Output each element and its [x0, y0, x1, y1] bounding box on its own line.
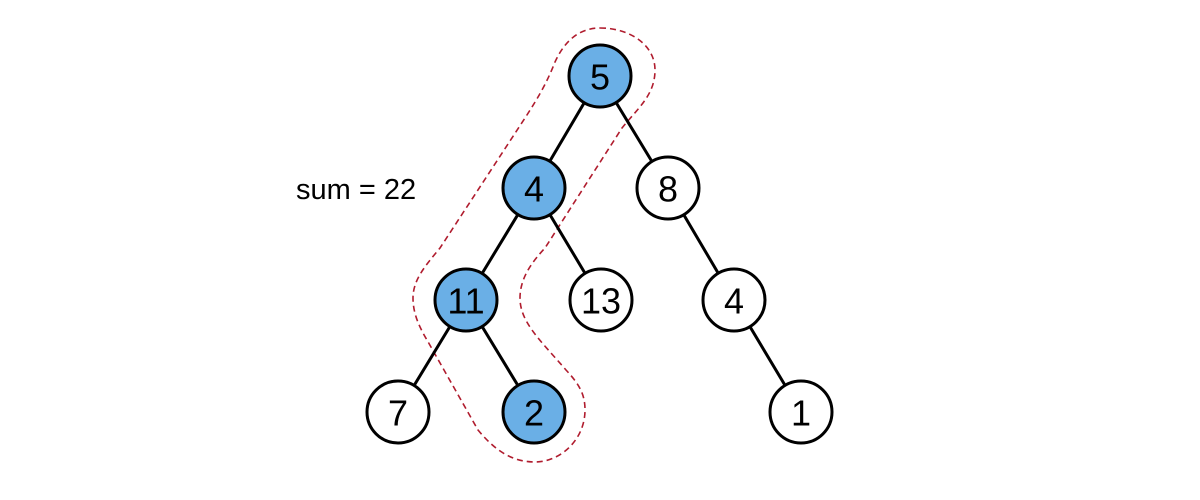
node-value-label: 8: [658, 169, 678, 210]
tree-node: 11: [433, 267, 499, 333]
node-value-label: 1: [791, 393, 811, 434]
node-circle: [365, 379, 431, 445]
highlighted-node-circle: [501, 155, 567, 221]
node-value-label: 5: [590, 57, 610, 98]
node-circle: [768, 379, 834, 445]
sum-annotation: sum = 22: [296, 174, 416, 206]
node-value-label: 4: [724, 281, 744, 322]
node-circle: [701, 267, 767, 333]
tree-node: 13: [568, 267, 634, 333]
tree-node: 8: [635, 155, 701, 221]
tree-edges: [396, 74, 803, 414]
tree-node: 7: [365, 379, 431, 445]
tree-node: 2: [501, 379, 567, 445]
tree-nodes: 5 4 8 11 13 4 7 2 1: [365, 43, 834, 445]
highlighted-node-circle: [433, 267, 499, 333]
tree-node: 4: [501, 155, 567, 221]
tree-node: 1: [768, 379, 834, 445]
highlighted-node-circle: [501, 379, 567, 445]
highlighted-node-circle: [567, 43, 633, 109]
node-value-label: 11: [447, 281, 484, 322]
node-value-label: 4: [524, 169, 544, 210]
node-value-label: 2: [524, 393, 544, 434]
node-value-label: 13: [581, 281, 621, 322]
node-circle: [635, 155, 701, 221]
node-circle: [568, 267, 634, 333]
highlighted-path-outline: [412, 27, 656, 463]
node-value-label: 7: [388, 393, 408, 434]
tree-node: 4: [701, 267, 767, 333]
tree-node: 5: [567, 43, 633, 109]
